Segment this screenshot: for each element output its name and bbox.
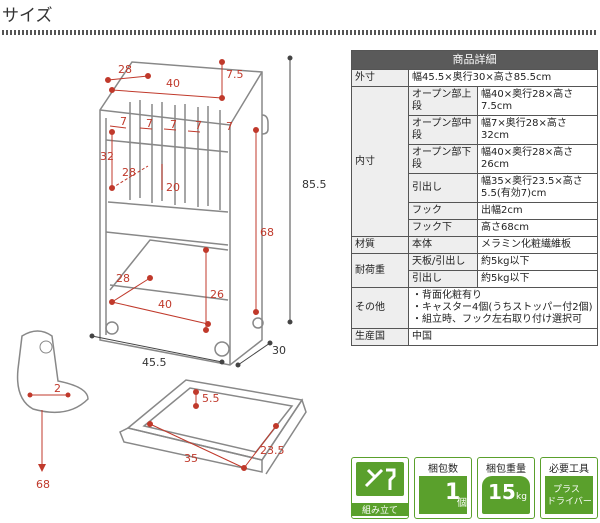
page-title: サイズ	[2, 6, 53, 26]
dim-85-5: 85.5	[302, 178, 327, 191]
dim-7-3: 7	[170, 118, 177, 131]
drawer-dim-35: 35	[184, 452, 198, 465]
dim-7-5th: 7	[226, 120, 233, 133]
dim-40-bot: 40	[158, 298, 172, 311]
weight-icon	[482, 476, 530, 514]
material-sub: 本体	[408, 236, 478, 254]
inner-row-value: 高さ68cm	[477, 219, 598, 237]
dim-7-5: 7.5	[226, 68, 244, 81]
badge-assembly-label: 組み立て	[352, 503, 408, 516]
badge-pack-weight: 梱包重量 15 kg	[477, 457, 535, 519]
pack-count-value: 1	[445, 480, 461, 505]
other-value: ・背面化粧有り ・キャスター4個(うちストッパー付2個) ・組立時、フック左右取…	[408, 287, 598, 329]
drawer-dimension-lines	[147, 389, 279, 471]
dim-28-top: 28	[118, 63, 132, 76]
dotted-divider	[2, 30, 598, 35]
other-line: ・組立時、フック左右取り付け選択可	[412, 314, 582, 325]
other-label: その他	[351, 287, 409, 329]
drawer-dim-5-5: 5.5	[202, 392, 220, 405]
inner-row-value: 幅40×奥行28×高さ7.5cm	[477, 86, 598, 116]
dim-45-5: 45.5	[142, 356, 167, 369]
inner-row-value: 出幅2cm	[477, 202, 598, 220]
hook-drawing	[16, 330, 89, 472]
inner-row-label: フック下	[408, 219, 478, 237]
load-row-label: 天板/引出し	[408, 253, 478, 271]
outer-value: 幅45.5×奥行30×高さ85.5cm	[408, 69, 598, 87]
cabinet-drawing	[99, 61, 269, 366]
load-row-label: 引出し	[408, 270, 478, 288]
pack-count-unit: 個	[457, 498, 467, 509]
inner-row-value: 幅35×奥行23.5×高さ5.5(有効7)cm	[477, 173, 598, 203]
origin-label: 生産国	[351, 328, 409, 346]
tool-value-2: ドライバー	[547, 497, 592, 507]
pack-count-label: 梱包数	[428, 464, 458, 475]
inner-row-label: 引出し	[408, 173, 478, 203]
load-label: 耐荷重	[351, 253, 409, 288]
badge-assembly: 組み立て	[351, 457, 409, 519]
badge-pack-count: 梱包数 1 個	[414, 457, 472, 519]
pack-weight-label: 梱包重量	[486, 464, 526, 475]
drawer-dim-23-5: 23.5	[260, 444, 285, 457]
inner-row-value: 幅7×奥行28×高さ32cm	[477, 115, 598, 145]
material-label: 材質	[351, 236, 409, 254]
origin-value: 中国	[408, 328, 598, 346]
dim-68: 68	[260, 226, 274, 239]
tool-label: 必要工具	[549, 464, 589, 475]
hook-dim-2: 2	[54, 382, 61, 395]
inner-row-label: フック	[408, 202, 478, 220]
hook-dim-68: 68	[36, 478, 50, 491]
dim-20: 20	[166, 181, 180, 194]
load-row-value: 約5kg以下	[477, 270, 598, 288]
inner-label: 内寸	[351, 86, 409, 237]
dim-40-top: 40	[166, 77, 180, 90]
outer-dimension-lines	[89, 55, 293, 368]
drawer-drawing	[119, 379, 307, 475]
other-line: ・背面化粧有り	[412, 290, 482, 301]
material-value: メラミン化粧繊維板	[477, 236, 598, 254]
dim-7-1: 7	[120, 115, 127, 128]
dim-30: 30	[272, 344, 286, 357]
spec-header: 商品詳細	[351, 50, 598, 70]
tool-value-1: プラス	[553, 485, 580, 495]
inner-row-label: オープン部中段	[408, 115, 478, 145]
pack-weight-unit: kg	[516, 492, 527, 502]
cabinet-dimension-lines	[105, 59, 259, 333]
dim-32: 32	[100, 150, 114, 163]
screwdriver-icon	[545, 476, 593, 514]
spec-table: 商品詳細 外寸 幅45.5×奥行30×高さ85.5cm 内寸 オープン部上段 幅…	[351, 50, 598, 346]
tools-icon	[356, 462, 404, 496]
size-diagram: 28 7.5 40 7 7 7 7 7 32 28 20 68 85.5 28 …	[16, 55, 327, 491]
info-badges: 組み立て 梱包数 1 個 梱包重量 15 kg 必要工具 プラス ドライバー	[351, 457, 598, 519]
other-line: ・キャスター4個(うちストッパー付2個)	[412, 302, 593, 313]
dim-7-4: 7	[195, 119, 202, 132]
load-row-value: 約5kg以下	[477, 253, 598, 271]
dim-28-bot: 28	[116, 272, 130, 285]
pack-weight-value: 15	[488, 480, 516, 504]
inner-row-value: 幅40×奥行28×高さ26cm	[477, 144, 598, 174]
inner-row-label: オープン部上段	[408, 86, 478, 116]
inner-row-label: オープン部下段	[408, 144, 478, 174]
dim-26: 26	[210, 288, 224, 301]
box-icon	[419, 476, 467, 514]
badge-tools: 必要工具 プラス ドライバー	[540, 457, 598, 519]
dim-28-mid: 28	[122, 166, 136, 179]
outer-label: 外寸	[351, 69, 409, 87]
dim-7-2: 7	[146, 117, 153, 130]
